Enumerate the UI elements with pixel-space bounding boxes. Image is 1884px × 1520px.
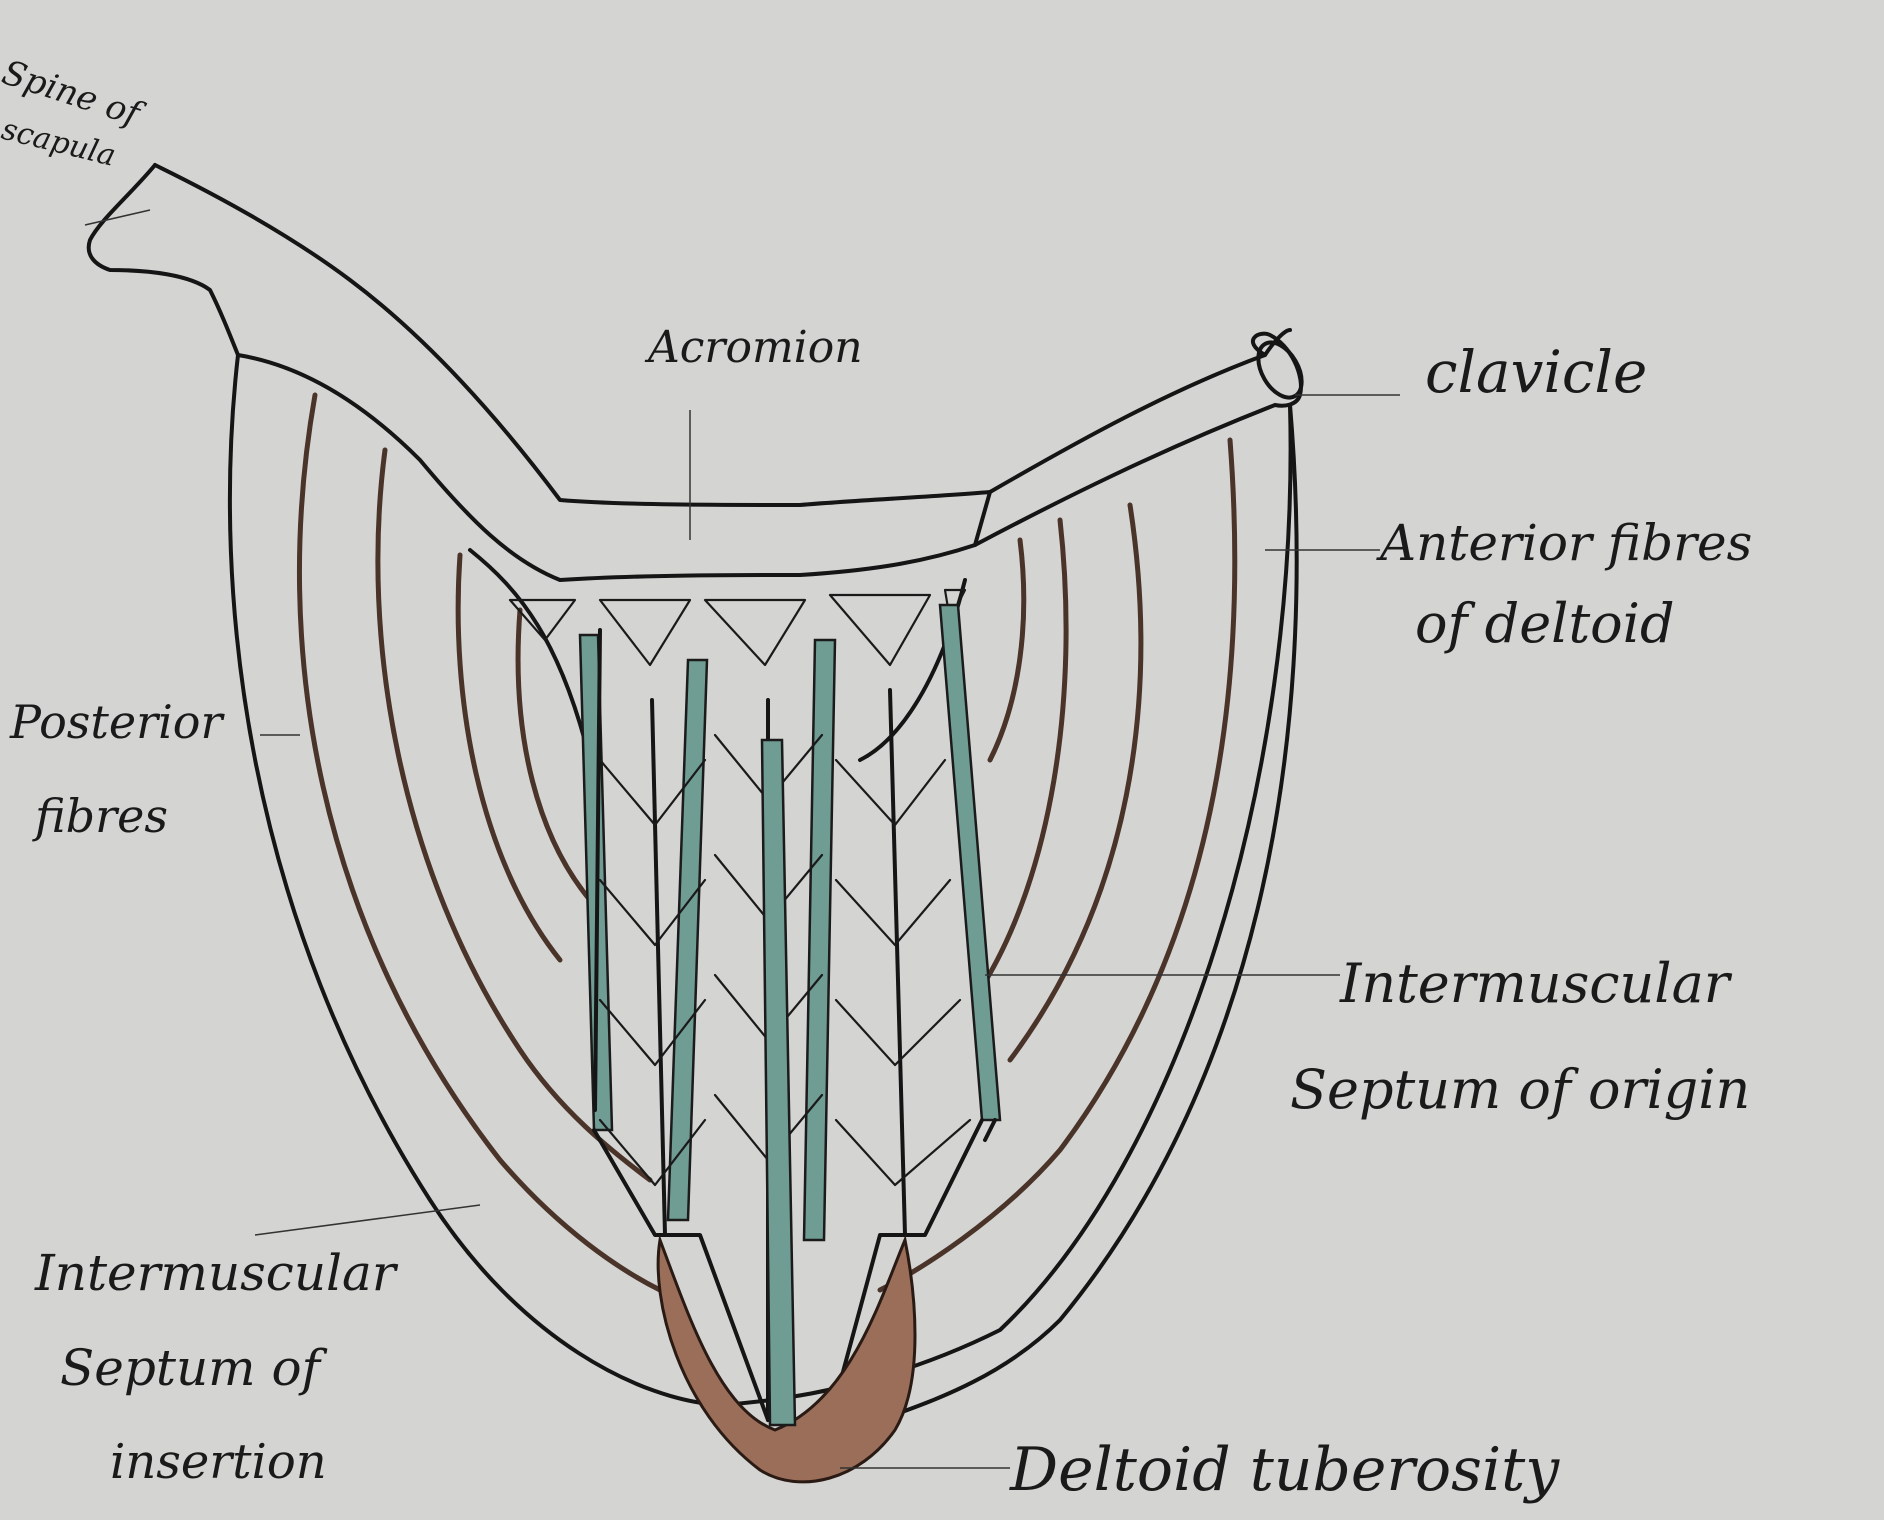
label-septum-insertion-line1: Intermuscular <box>34 1244 399 1302</box>
septum-origin-triangles <box>510 590 965 665</box>
label-septum-origin-line2: Septum of origin <box>1290 1058 1750 1121</box>
label-acromion: Acromion <box>644 322 863 373</box>
anterior-fibre-2 <box>1010 505 1141 1060</box>
label-deltoid-tuberosity: Deltoid tuberosity <box>1009 1435 1560 1505</box>
spine-of-scapula-lower-edge <box>89 165 238 355</box>
label-posterior-fibres-line1: Posterior <box>9 695 225 749</box>
label-septum-insertion-line3: insertion <box>110 1434 327 1490</box>
posterior-fibre-1 <box>299 395 660 1290</box>
posterior-fibre-3 <box>458 555 560 960</box>
label-clavicle: clavicle <box>1425 338 1647 406</box>
label-anterior-fibres-line1: Anterior fibres <box>1376 514 1752 572</box>
spine-to-acromion-underside <box>238 355 975 580</box>
clavicle-bone <box>975 334 1301 545</box>
label-anterior-fibres-line2: of deltoid <box>1415 592 1675 655</box>
label-septum-insertion-line2: Septum of <box>60 1339 328 1397</box>
anterior-fibre-1 <box>880 440 1235 1290</box>
label-posterior-fibres-line2: fibres <box>32 789 168 843</box>
label-septum-origin-line1: Intermuscular <box>1339 952 1733 1015</box>
anterior-fibre-4 <box>990 540 1024 760</box>
